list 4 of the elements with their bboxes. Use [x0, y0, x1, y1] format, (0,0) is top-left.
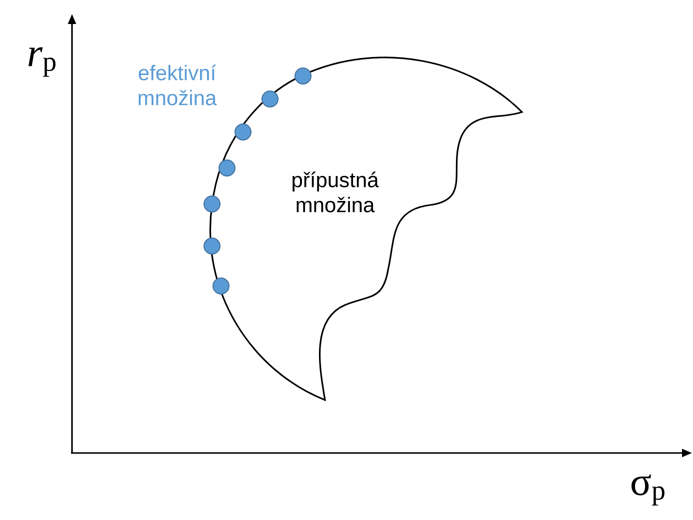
- axis-label: r$_{p}$: [28, 47, 56, 77]
- region-label: přípustná množina: [292, 172, 379, 212]
- frontier-label: efektivní množina: [138, 64, 217, 106]
- axis-label: σ$_{p}$: [632, 474, 664, 506]
